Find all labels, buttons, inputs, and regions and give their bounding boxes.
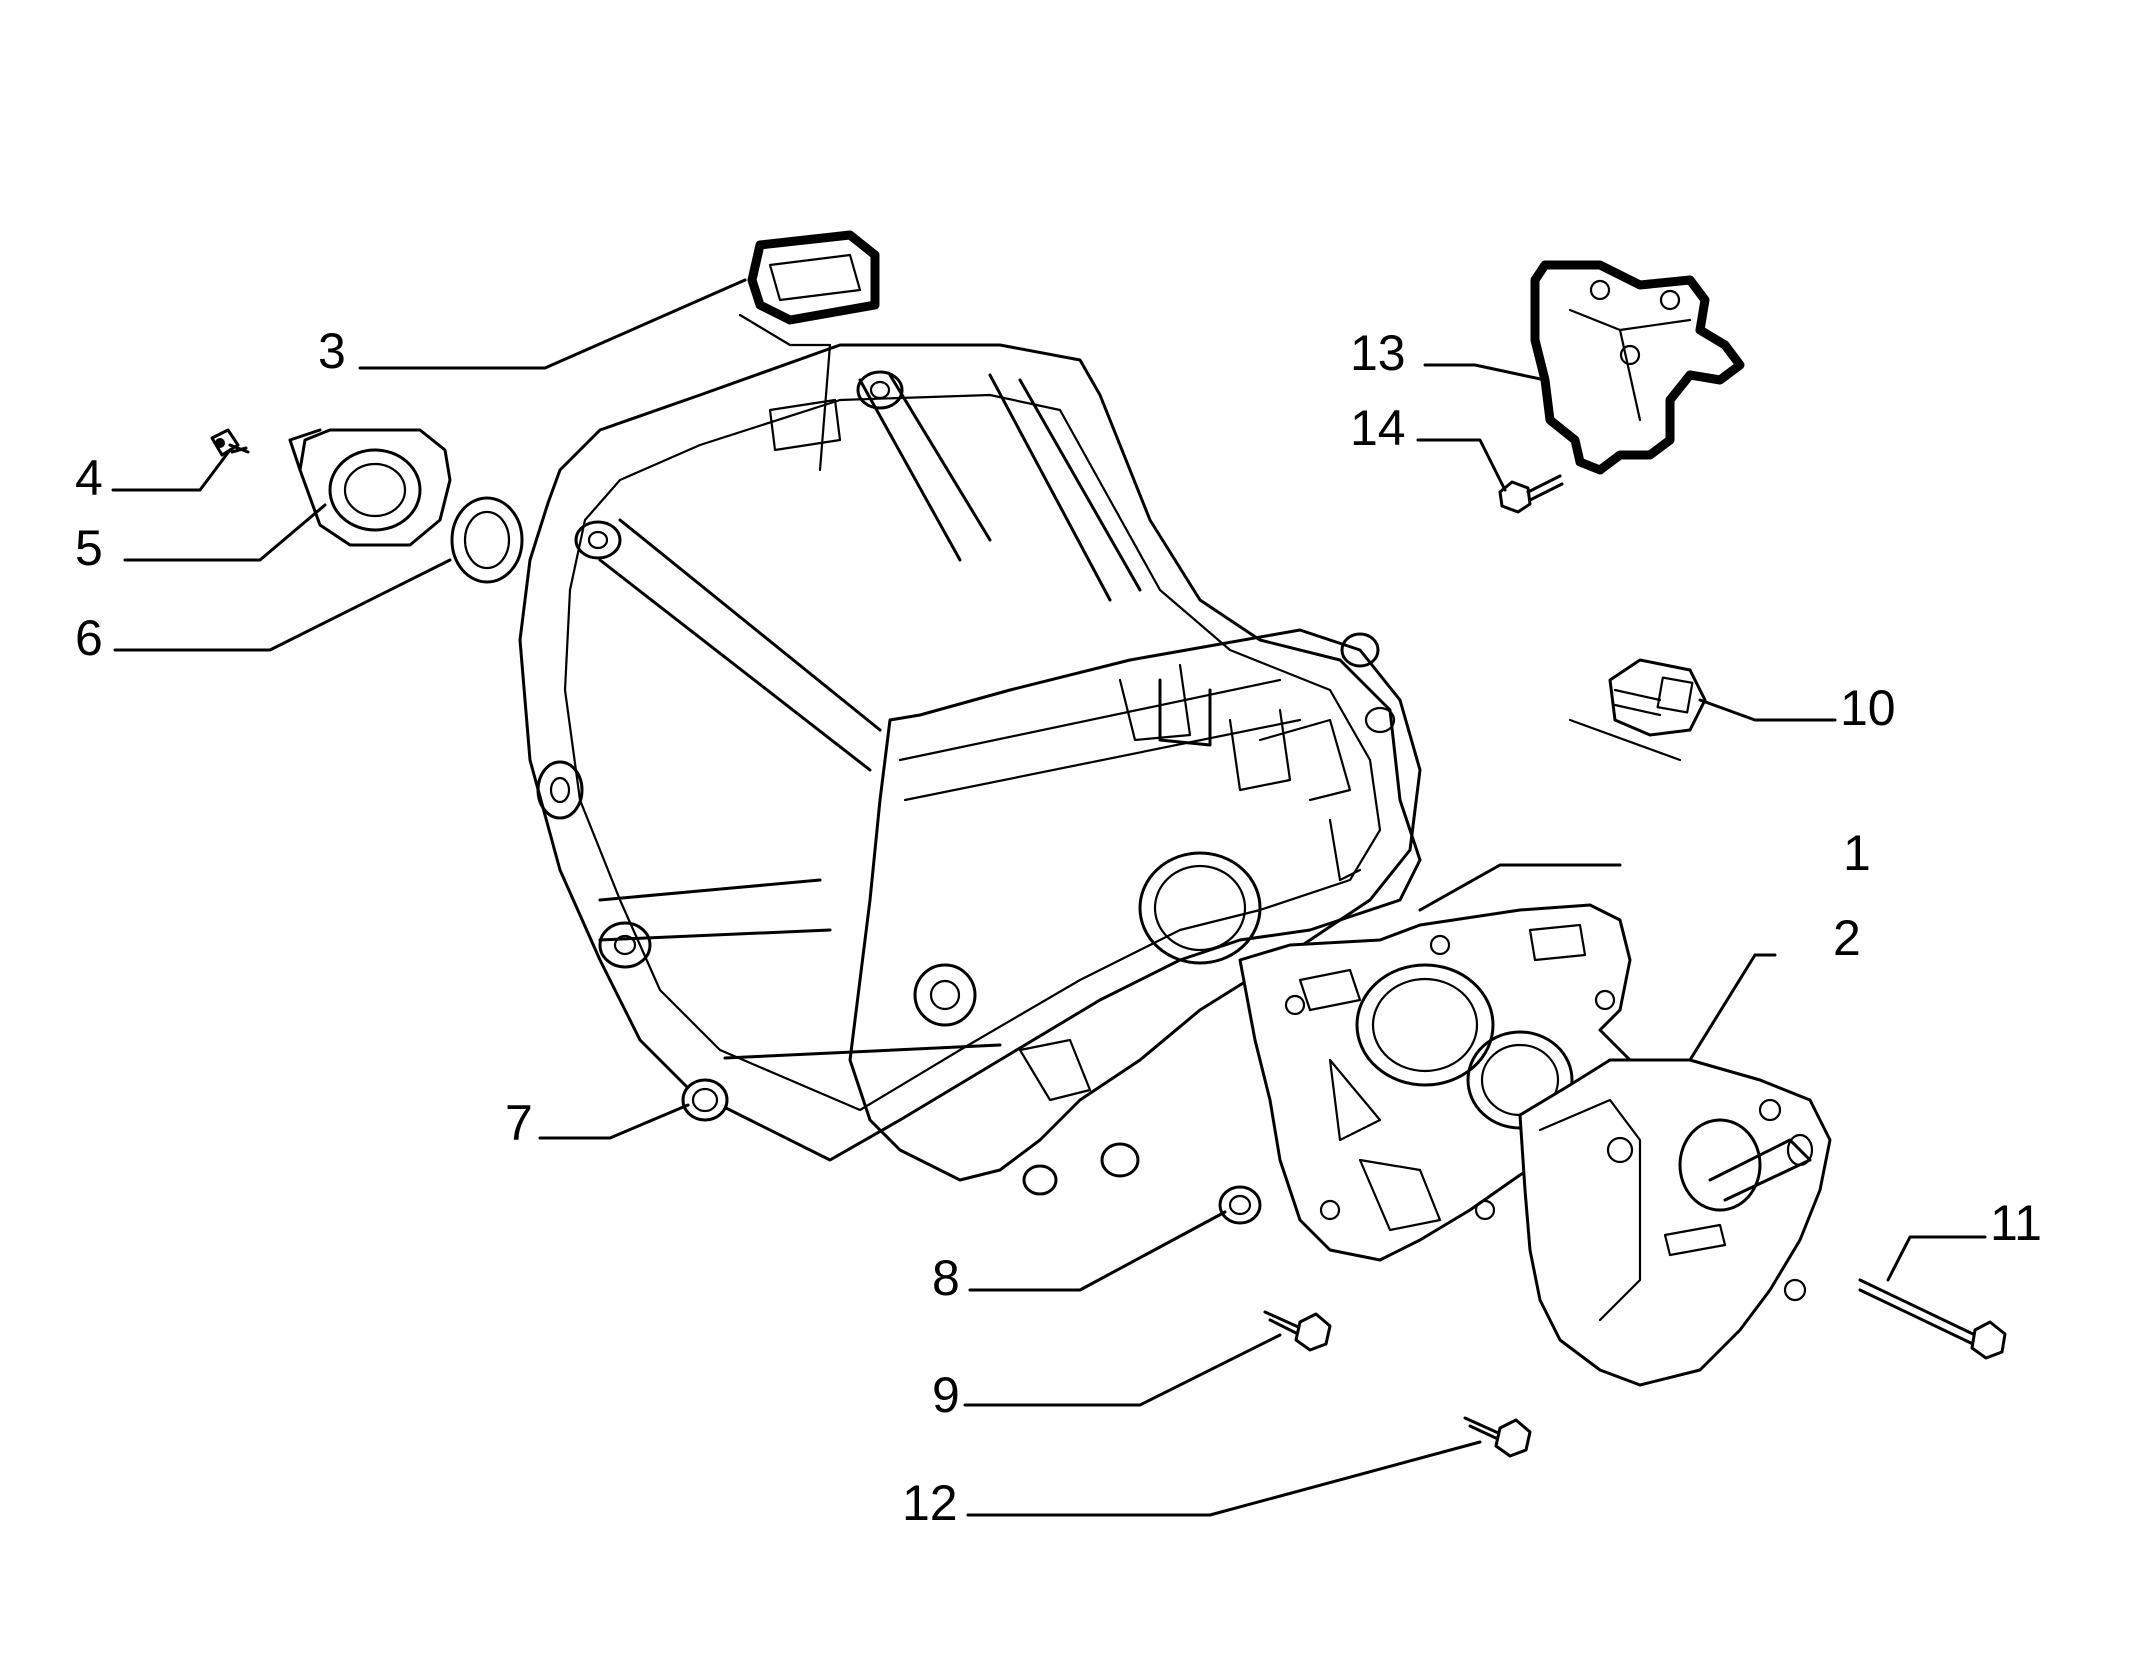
leader-lines	[111, 278, 1987, 1517]
callout-11: 11	[1990, 1195, 2042, 1251]
callout-13: 13	[1350, 325, 1406, 381]
callout-12: 12	[902, 1475, 958, 1531]
callout-6: 6	[75, 610, 103, 666]
callout-5: 5	[75, 520, 103, 576]
flange-bearing-drawing	[288, 428, 452, 547]
breather-drawing	[1568, 658, 1707, 762]
gearbox-housing-drawing	[518, 343, 1422, 1196]
callout-7: 7	[505, 1095, 533, 1151]
bolt-14-drawing	[1498, 474, 1564, 514]
callout-4: 4	[75, 450, 103, 506]
callout-1: 1	[1843, 825, 1871, 881]
plug-7-drawing	[681, 1078, 729, 1122]
oil-seal-drawing	[450, 496, 524, 584]
small-screw-drawing	[210, 428, 250, 457]
callout-9: 9	[932, 1367, 960, 1423]
rubber-cap-drawing	[738, 230, 880, 472]
mount-bracket-drawing	[1530, 260, 1745, 475]
rear-cover-drawing	[1518, 1058, 1832, 1387]
callout-14: 14	[1350, 400, 1406, 456]
bolt-9-drawing	[1263, 1310, 1332, 1352]
callout-3: 3	[318, 323, 346, 379]
long-bolt-drawing	[1858, 1278, 2007, 1360]
callout-2: 2	[1833, 910, 1861, 966]
callout-8: 8	[932, 1250, 960, 1306]
plug-8-drawing	[1218, 1185, 1262, 1225]
callout-10: 10	[1840, 680, 1896, 736]
bolt-12-drawing	[1463, 1416, 1532, 1458]
